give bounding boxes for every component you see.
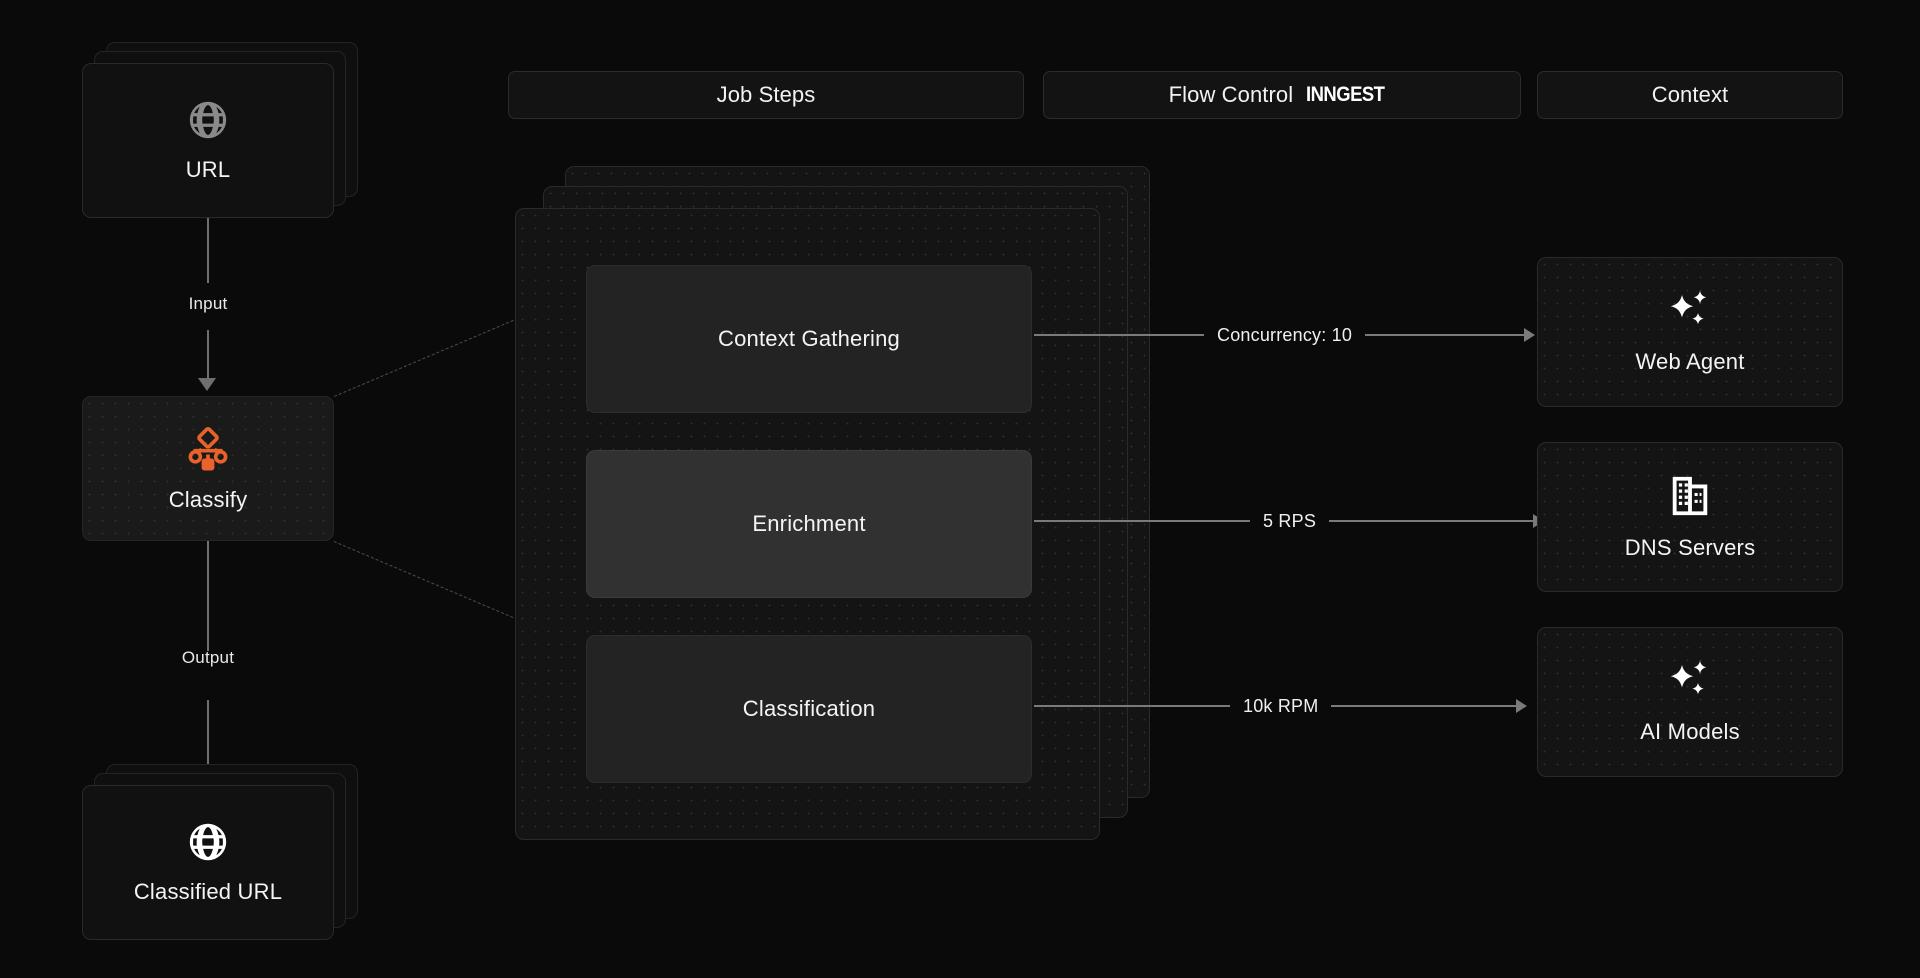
edge-segment	[1034, 520, 1250, 522]
globe-icon	[187, 821, 229, 863]
node-classify-label: Classify	[168, 486, 248, 512]
edge-classify-to-output-line-top	[207, 541, 209, 651]
edge-arrowhead	[1516, 699, 1528, 713]
job-step-context-gathering[interactable]: Context Gathering	[586, 265, 1032, 413]
header-pill-label: Flow Control	[1168, 82, 1294, 107]
edge-segment	[1331, 705, 1518, 707]
edge-label-rpm: 10k RPM	[1243, 695, 1319, 716]
job-step-classification[interactable]: Classification	[586, 635, 1032, 783]
edge-segment	[1329, 520, 1535, 522]
job-step-label: Enrichment	[752, 511, 866, 536]
edge-label-concurrency: Concurrency: 10	[1217, 324, 1353, 345]
node-url-label: URL	[185, 156, 231, 182]
node-classify[interactable]: Classify	[82, 396, 334, 541]
resource-card-label: AI Models	[1640, 719, 1740, 744]
edge-label-rps: 5 RPS	[1263, 510, 1317, 531]
edge-context-gathering-to-web-agent: Concurrency: 10	[1034, 324, 1536, 346]
resource-card-dns-servers[interactable]: DNS Servers	[1537, 442, 1843, 592]
globe-icon	[187, 99, 229, 141]
resource-card-web-agent[interactable]: Web Agent	[1537, 257, 1843, 407]
header-pill-label: Job Steps	[716, 82, 816, 107]
edge-arrowhead	[1524, 328, 1536, 342]
edge-label-output: Output	[181, 648, 235, 667]
edge-url-to-classify-line-bottom	[207, 330, 209, 380]
edge-classify-to-output-line-bottom	[207, 700, 209, 766]
edge-segment	[1365, 334, 1526, 336]
edge-segment	[1034, 334, 1204, 336]
job-step-enrichment[interactable]: Enrichment	[586, 450, 1032, 598]
edge-url-to-classify-line-top	[207, 218, 209, 283]
resource-card-ai-models[interactable]: AI Models	[1537, 627, 1843, 777]
edge-url-to-classify-arrowhead	[198, 378, 216, 391]
header-pill-label: Context	[1651, 82, 1729, 107]
node-classified-url-label: Classified URL	[133, 878, 283, 904]
header-pill-context[interactable]: Context	[1537, 71, 1843, 119]
building-icon	[1667, 473, 1713, 519]
workflow-icon	[185, 425, 231, 471]
dashed-connector-top	[334, 311, 533, 397]
inngest-logo-wordmark: INNGEST	[1306, 83, 1385, 106]
job-steps-panel: Context Gathering Enrichment Classificat…	[515, 208, 1100, 840]
sparkles-icon	[1666, 659, 1714, 703]
edge-classification-to-ai-models: 10k RPM	[1034, 695, 1528, 717]
resource-card-label: Web Agent	[1635, 349, 1745, 374]
header-pill-flow-control[interactable]: Flow Control INNGEST	[1043, 71, 1521, 119]
job-step-label: Classification	[742, 696, 876, 721]
dashed-connector-bottom	[333, 541, 532, 626]
node-url[interactable]: URL	[82, 63, 334, 218]
edge-enrichment-to-dns-servers: 5 RPS	[1034, 510, 1545, 532]
header-pill-job-steps[interactable]: Job Steps	[508, 71, 1024, 119]
edge-segment	[1034, 705, 1230, 707]
resource-card-label: DNS Servers	[1624, 535, 1756, 560]
edge-label-input: Input	[188, 294, 228, 313]
job-step-label: Context Gathering	[718, 326, 900, 351]
node-classified-url[interactable]: Classified URL	[82, 785, 334, 940]
sparkles-icon	[1666, 289, 1714, 333]
